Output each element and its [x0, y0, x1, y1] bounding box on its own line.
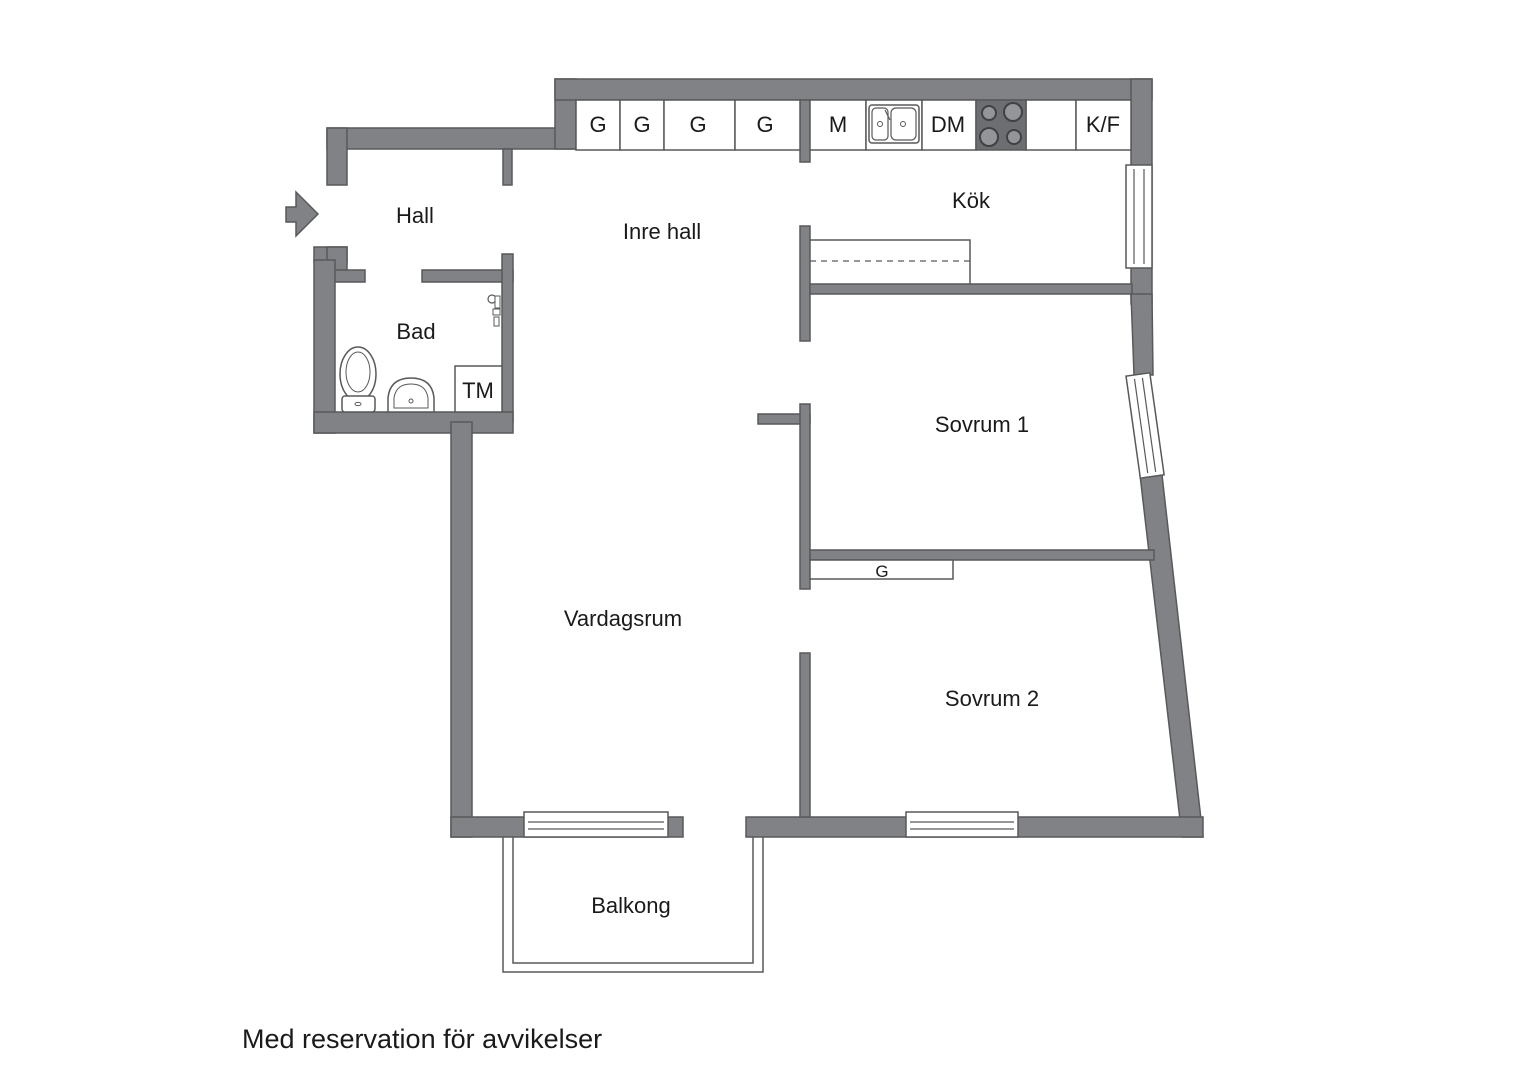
window-kitchen [1125, 164, 1153, 269]
room-label-inre-hall: Inre hall [623, 219, 701, 244]
wardrobe-sovrum2: G [809, 559, 954, 581]
room-label-kok: Kök [952, 188, 991, 213]
cabinet-g1 [575, 99, 621, 151]
wall-right-slanted [1139, 474, 1204, 838]
wall-sovrum1-left [799, 403, 811, 590]
sink-icon [868, 104, 920, 144]
kitchen-counter: G G G G M DM K/F [575, 99, 1132, 151]
cabinet-g4 [734, 99, 801, 151]
wall-hall-top [326, 127, 577, 150]
wall-kitchen-left [799, 225, 811, 342]
cabinet-g4-label: G [756, 112, 773, 137]
wall-living-left [450, 421, 473, 838]
stove-icon [975, 99, 1027, 151]
microwave-label: M [829, 112, 847, 137]
wall-hall-partition [502, 148, 513, 186]
shower-icon [487, 294, 501, 327]
wall-kitchen-stub [799, 99, 811, 163]
room-label-vardagsrum: Vardagsrum [564, 606, 682, 631]
disclaimer-text: Med reservation för avvikelser [242, 1024, 603, 1054]
wall-sovrum2-left [799, 652, 811, 818]
window-sovrum2 [905, 811, 1019, 838]
wall-bath-right [501, 253, 514, 423]
dishwasher [921, 99, 977, 151]
washing-machine: TM [454, 365, 503, 413]
wall-sovrum-divider [809, 549, 1155, 561]
wall-bath-bottom [313, 411, 514, 434]
wall-right-mid [1130, 293, 1154, 376]
fridge-freezer [1075, 99, 1132, 151]
room-label-sovrum2: Sovrum 2 [945, 686, 1039, 711]
walls [313, 78, 1204, 838]
wall-top [554, 78, 1153, 101]
cabinet-g1-label: G [589, 112, 606, 137]
toilet-icon [339, 346, 377, 413]
window-vardagsrum [523, 811, 669, 838]
dishwasher-label: DM [931, 112, 965, 137]
washing-machine-label: TM [462, 378, 494, 403]
room-label-balkong: Balkong [591, 893, 671, 918]
balcony-railing [502, 837, 764, 973]
washbasin-icon [387, 377, 435, 413]
fridge-freezer-label: K/F [1086, 112, 1120, 137]
wall-bath-top-right [421, 269, 514, 283]
room-label-sovrum1: Sovrum 1 [935, 412, 1029, 437]
window-sovrum1 [1125, 371, 1165, 480]
wall-kitchen-bottom [809, 283, 1133, 295]
cabinet-g2 [619, 99, 665, 151]
cabinet-g2-label: G [633, 112, 650, 137]
wall-bath-left [313, 259, 336, 434]
room-label-bad: Bad [396, 319, 435, 344]
wardrobe-label: G [875, 562, 888, 581]
cabinet-g3-label: G [689, 112, 706, 137]
entrance-arrow-icon [285, 190, 320, 238]
kitchen-bench [810, 239, 971, 284]
room-label-hall: Hall [396, 203, 434, 228]
wall-hall-left-stub [326, 127, 348, 186]
cabinet-blank [1025, 99, 1077, 151]
